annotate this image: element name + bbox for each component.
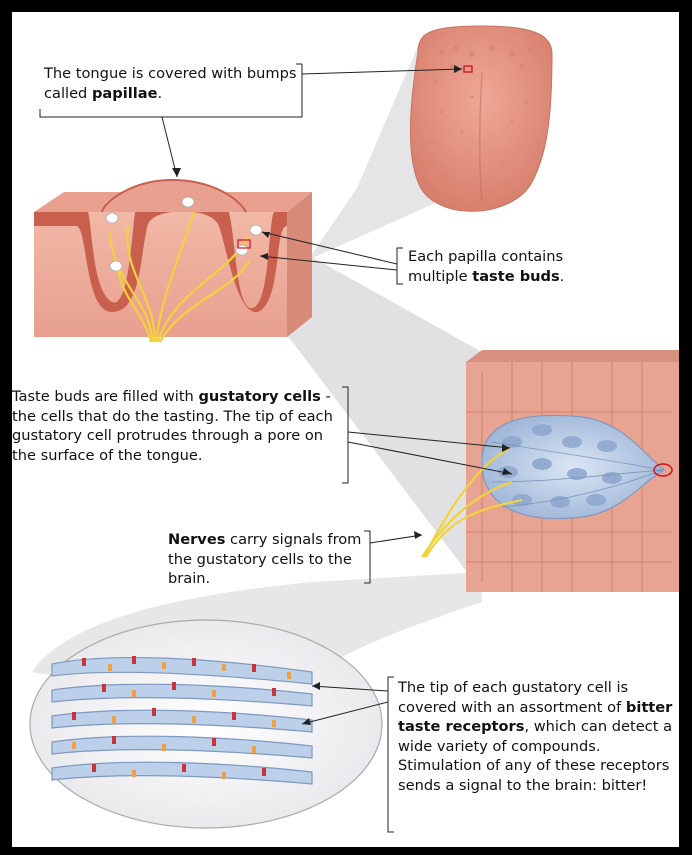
nerves-caption: Nerves carry signals from the gustatory … [168,530,362,589]
diagram-frame: The tongue is covered with bumps called … [12,12,679,847]
papilla-cross-section [34,180,312,342]
taste-buds-caption: Each papilla contains multiple taste bud… [408,247,623,286]
papillae-caption: The tongue is covered with bumps called … [44,64,298,103]
bitter-receptors-caption: The tip of each gustatory cell is covere… [398,678,679,795]
receptor-magnification [30,620,382,828]
tongue-illustration [410,26,552,211]
gustatory-cells-caption: Taste buds are filled with gustatory cel… [12,387,342,465]
